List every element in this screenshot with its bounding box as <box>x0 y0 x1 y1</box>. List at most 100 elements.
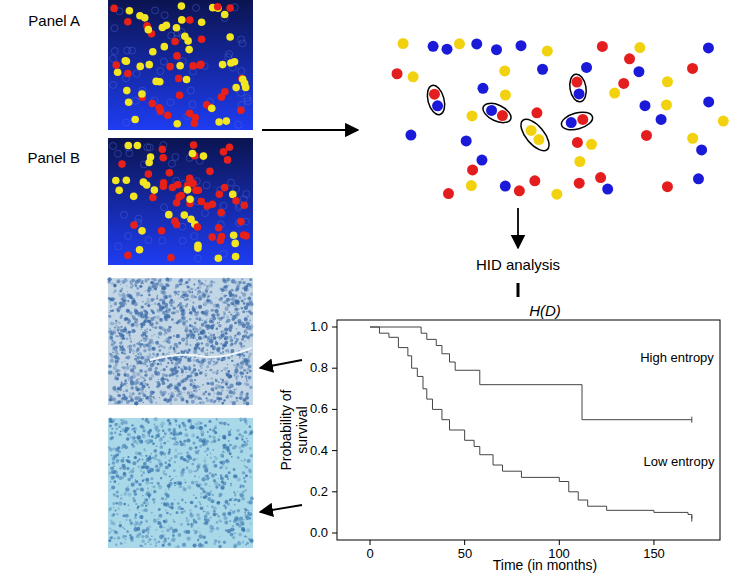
nucleus-dot <box>206 511 210 515</box>
cell-dot <box>428 41 439 52</box>
nucleus-dot <box>206 328 208 330</box>
nucleus-dot <box>174 386 178 390</box>
nucleus-dot <box>146 384 148 386</box>
cell-dot <box>537 64 548 75</box>
nucleus-dot <box>116 369 120 373</box>
nucleus-dot <box>124 373 127 376</box>
nucleus-dot <box>113 323 114 324</box>
nucleus-dot <box>168 308 171 311</box>
nucleus-dot <box>191 288 194 291</box>
nucleus-dot <box>231 360 233 362</box>
nucleus-dot <box>128 334 130 336</box>
cell-dot <box>571 77 582 88</box>
nucleus-dot <box>142 429 145 432</box>
nucleus-dot <box>126 355 130 359</box>
nucleus-dot <box>123 383 125 385</box>
nucleus-dot <box>139 343 142 346</box>
nucleus-dot <box>132 440 136 444</box>
nucleus-dot <box>221 352 223 354</box>
nucleus-dot <box>194 356 196 358</box>
nucleus-dot <box>145 440 148 443</box>
cell-dot <box>471 38 482 49</box>
nucleus-dot <box>200 496 202 498</box>
nucleus-dot <box>184 479 185 480</box>
nucleus-dot <box>162 530 164 532</box>
nucleus-dot <box>158 541 160 543</box>
nucleus-dot <box>236 338 239 341</box>
nucleus-dot <box>157 363 160 366</box>
nucleus-dot <box>223 367 227 371</box>
nucleus-dot <box>206 365 209 368</box>
nucleus-dot <box>136 349 139 352</box>
nucleus-dot <box>246 438 247 439</box>
nucleus-dot <box>248 510 249 511</box>
cell-dot <box>443 188 454 199</box>
nucleus-dot <box>188 278 191 281</box>
nucleus-dot <box>142 316 144 318</box>
nucleus-dot <box>140 323 143 326</box>
nucleus-dot <box>234 307 238 311</box>
nucleus-dot <box>231 314 232 315</box>
nucleus-dot <box>233 279 235 281</box>
nucleus-dot <box>246 528 250 532</box>
nucleus-dot <box>209 339 213 343</box>
nucleus-dot <box>133 353 134 354</box>
nucleus-dot <box>242 358 243 359</box>
nucleus-dot <box>200 398 202 400</box>
nucleus-dot <box>168 281 170 283</box>
nucleus-dot <box>119 302 122 305</box>
nucleus-dot <box>208 393 211 396</box>
nucleus-dot <box>152 352 155 355</box>
nucleus-dot <box>241 523 244 526</box>
nucleus-dot <box>203 335 207 339</box>
nucleus-dot <box>140 362 143 365</box>
nucleus-dot <box>195 317 198 320</box>
nucleus-dot <box>125 535 127 537</box>
nucleus-dot <box>236 382 238 384</box>
nucleus-dot <box>203 284 206 287</box>
nucleus-dot <box>200 367 202 369</box>
nucleus-dot <box>134 456 136 458</box>
nucleus-dot <box>137 353 139 355</box>
nucleus-dot <box>110 431 113 434</box>
nucleus-dot <box>159 318 163 322</box>
nucleus-dot <box>161 286 165 290</box>
nucleus-dot <box>134 402 137 405</box>
nucleus-dot <box>145 418 149 422</box>
nucleus-dot <box>193 385 195 387</box>
nucleus-dot <box>194 505 197 508</box>
nucleus-dot <box>210 351 212 353</box>
nucleus-dot <box>139 369 141 371</box>
nucleus-dot <box>194 371 197 374</box>
nucleus-dot <box>149 461 151 463</box>
nucleus-dot <box>176 310 179 313</box>
nucleus-dot <box>126 337 129 340</box>
nucleus-dot <box>117 507 120 510</box>
nucleus-dot <box>196 426 199 429</box>
nucleus-dot <box>153 278 157 282</box>
nucleus-dot <box>144 315 147 318</box>
nucleus-dot <box>242 335 245 338</box>
nucleus-dot <box>158 279 162 283</box>
nucleus-dot <box>124 371 126 373</box>
nucleus-dot <box>135 323 139 327</box>
nucleus-dot <box>224 307 228 311</box>
nucleus-dot <box>216 501 220 505</box>
nucleus-dot <box>177 502 180 505</box>
nucleus-dot <box>145 390 147 392</box>
nucleus-dot <box>210 291 213 294</box>
nucleus-dot <box>250 333 254 337</box>
nucleus-dot <box>245 396 249 400</box>
nucleus-dot <box>214 400 217 403</box>
nucleus-dot <box>219 307 220 308</box>
nucleus-dot <box>183 297 185 299</box>
nucleus-dot <box>235 376 237 378</box>
nucleus-dot <box>221 386 224 389</box>
nucleus-dot <box>227 367 228 368</box>
nucleus-dot <box>169 437 171 439</box>
nucleus-dot <box>213 336 217 340</box>
nucleus-dot <box>184 328 188 332</box>
nucleus-dot <box>166 284 170 288</box>
nucleus-dot <box>121 419 125 423</box>
nucleus-dot <box>231 289 234 292</box>
